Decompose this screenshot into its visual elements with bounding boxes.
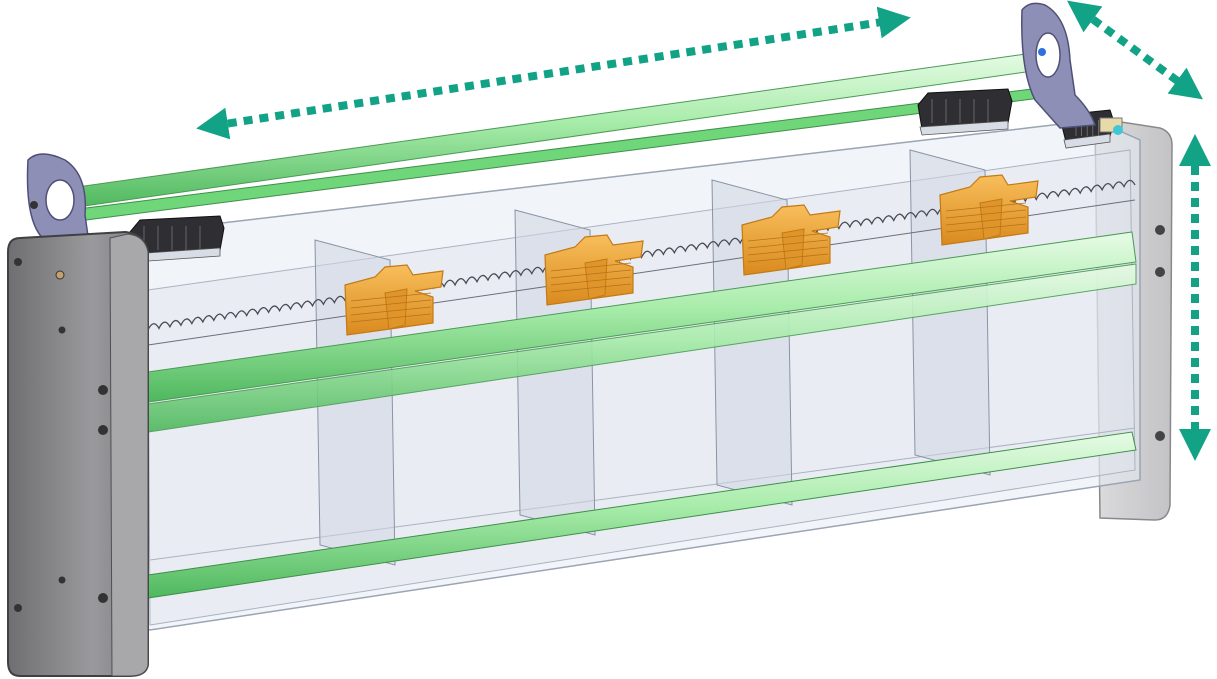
orange-clips bbox=[344, 174, 1039, 336]
bolt-icon bbox=[1155, 267, 1165, 277]
bolt-icon bbox=[1155, 431, 1165, 441]
bolt-icon bbox=[14, 604, 22, 612]
width-arrow bbox=[1067, 0, 1203, 100]
length-arrow bbox=[196, 6, 911, 140]
orange-clip bbox=[344, 264, 444, 336]
terminal-connector bbox=[129, 215, 225, 263]
left-end-plate bbox=[7, 230, 149, 677]
orange-clip bbox=[741, 204, 841, 276]
bolt-icon bbox=[55, 270, 65, 280]
bolt-icon bbox=[98, 385, 108, 395]
bolt-icon bbox=[58, 576, 66, 584]
bolt-icon bbox=[1155, 225, 1165, 235]
bolt-icon bbox=[58, 326, 66, 334]
bolt-icon bbox=[98, 593, 108, 603]
bolt-icon bbox=[98, 425, 108, 435]
orange-clip bbox=[544, 234, 644, 306]
dimension-arrows bbox=[196, 0, 1211, 461]
orange-clip bbox=[939, 174, 1039, 246]
bolt-icon bbox=[14, 258, 22, 266]
terminal-connector bbox=[917, 88, 1013, 136]
left-lift-lug bbox=[26, 153, 91, 251]
